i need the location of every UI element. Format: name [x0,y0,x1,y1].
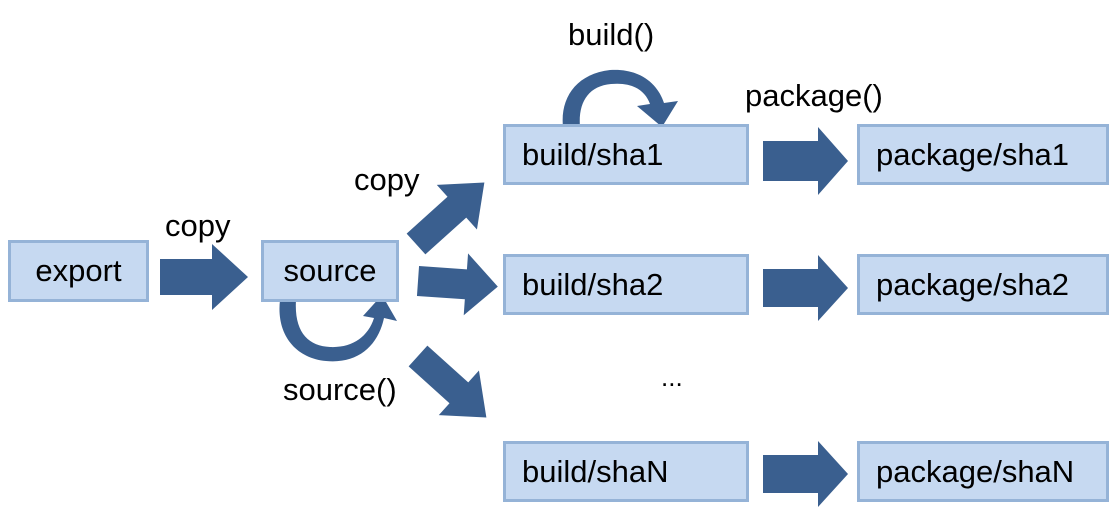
label-build-function: build() [568,17,655,52]
node-source: source [261,240,399,302]
node-build-sha2: build/sha2 [503,254,749,315]
ellipsis-more-builds: ... [661,362,683,392]
node-package-shaN: package/shaN [857,441,1109,502]
arrow-source-to-build-shaN [408,345,487,418]
arrow-build-sha2-to-package-sha2 [763,255,848,321]
node-build-sha1: build/sha1 [503,124,749,185]
label-copy-to-source: copy [165,208,231,243]
arrow-source-to-build-sha2 [416,253,498,316]
loop-arrow-source [279,295,397,362]
arrow-build-sha1-to-package-sha1 [763,127,848,195]
label-source-function: source() [283,372,397,407]
label-package-function: package() [745,78,883,113]
node-export: export [8,240,149,302]
node-package-sha2: package/sha2 [857,254,1109,315]
arrow-source-to-build-sha1 [406,182,485,255]
label-copy-to-builds: copy [354,162,420,197]
node-build-shaN: build/shaN [503,441,749,502]
loop-arrow-build [562,69,678,127]
arrow-export-to-source [160,244,248,310]
arrow-build-shaN-to-package-shaN [763,441,848,507]
node-package-sha1: package/sha1 [857,124,1109,185]
